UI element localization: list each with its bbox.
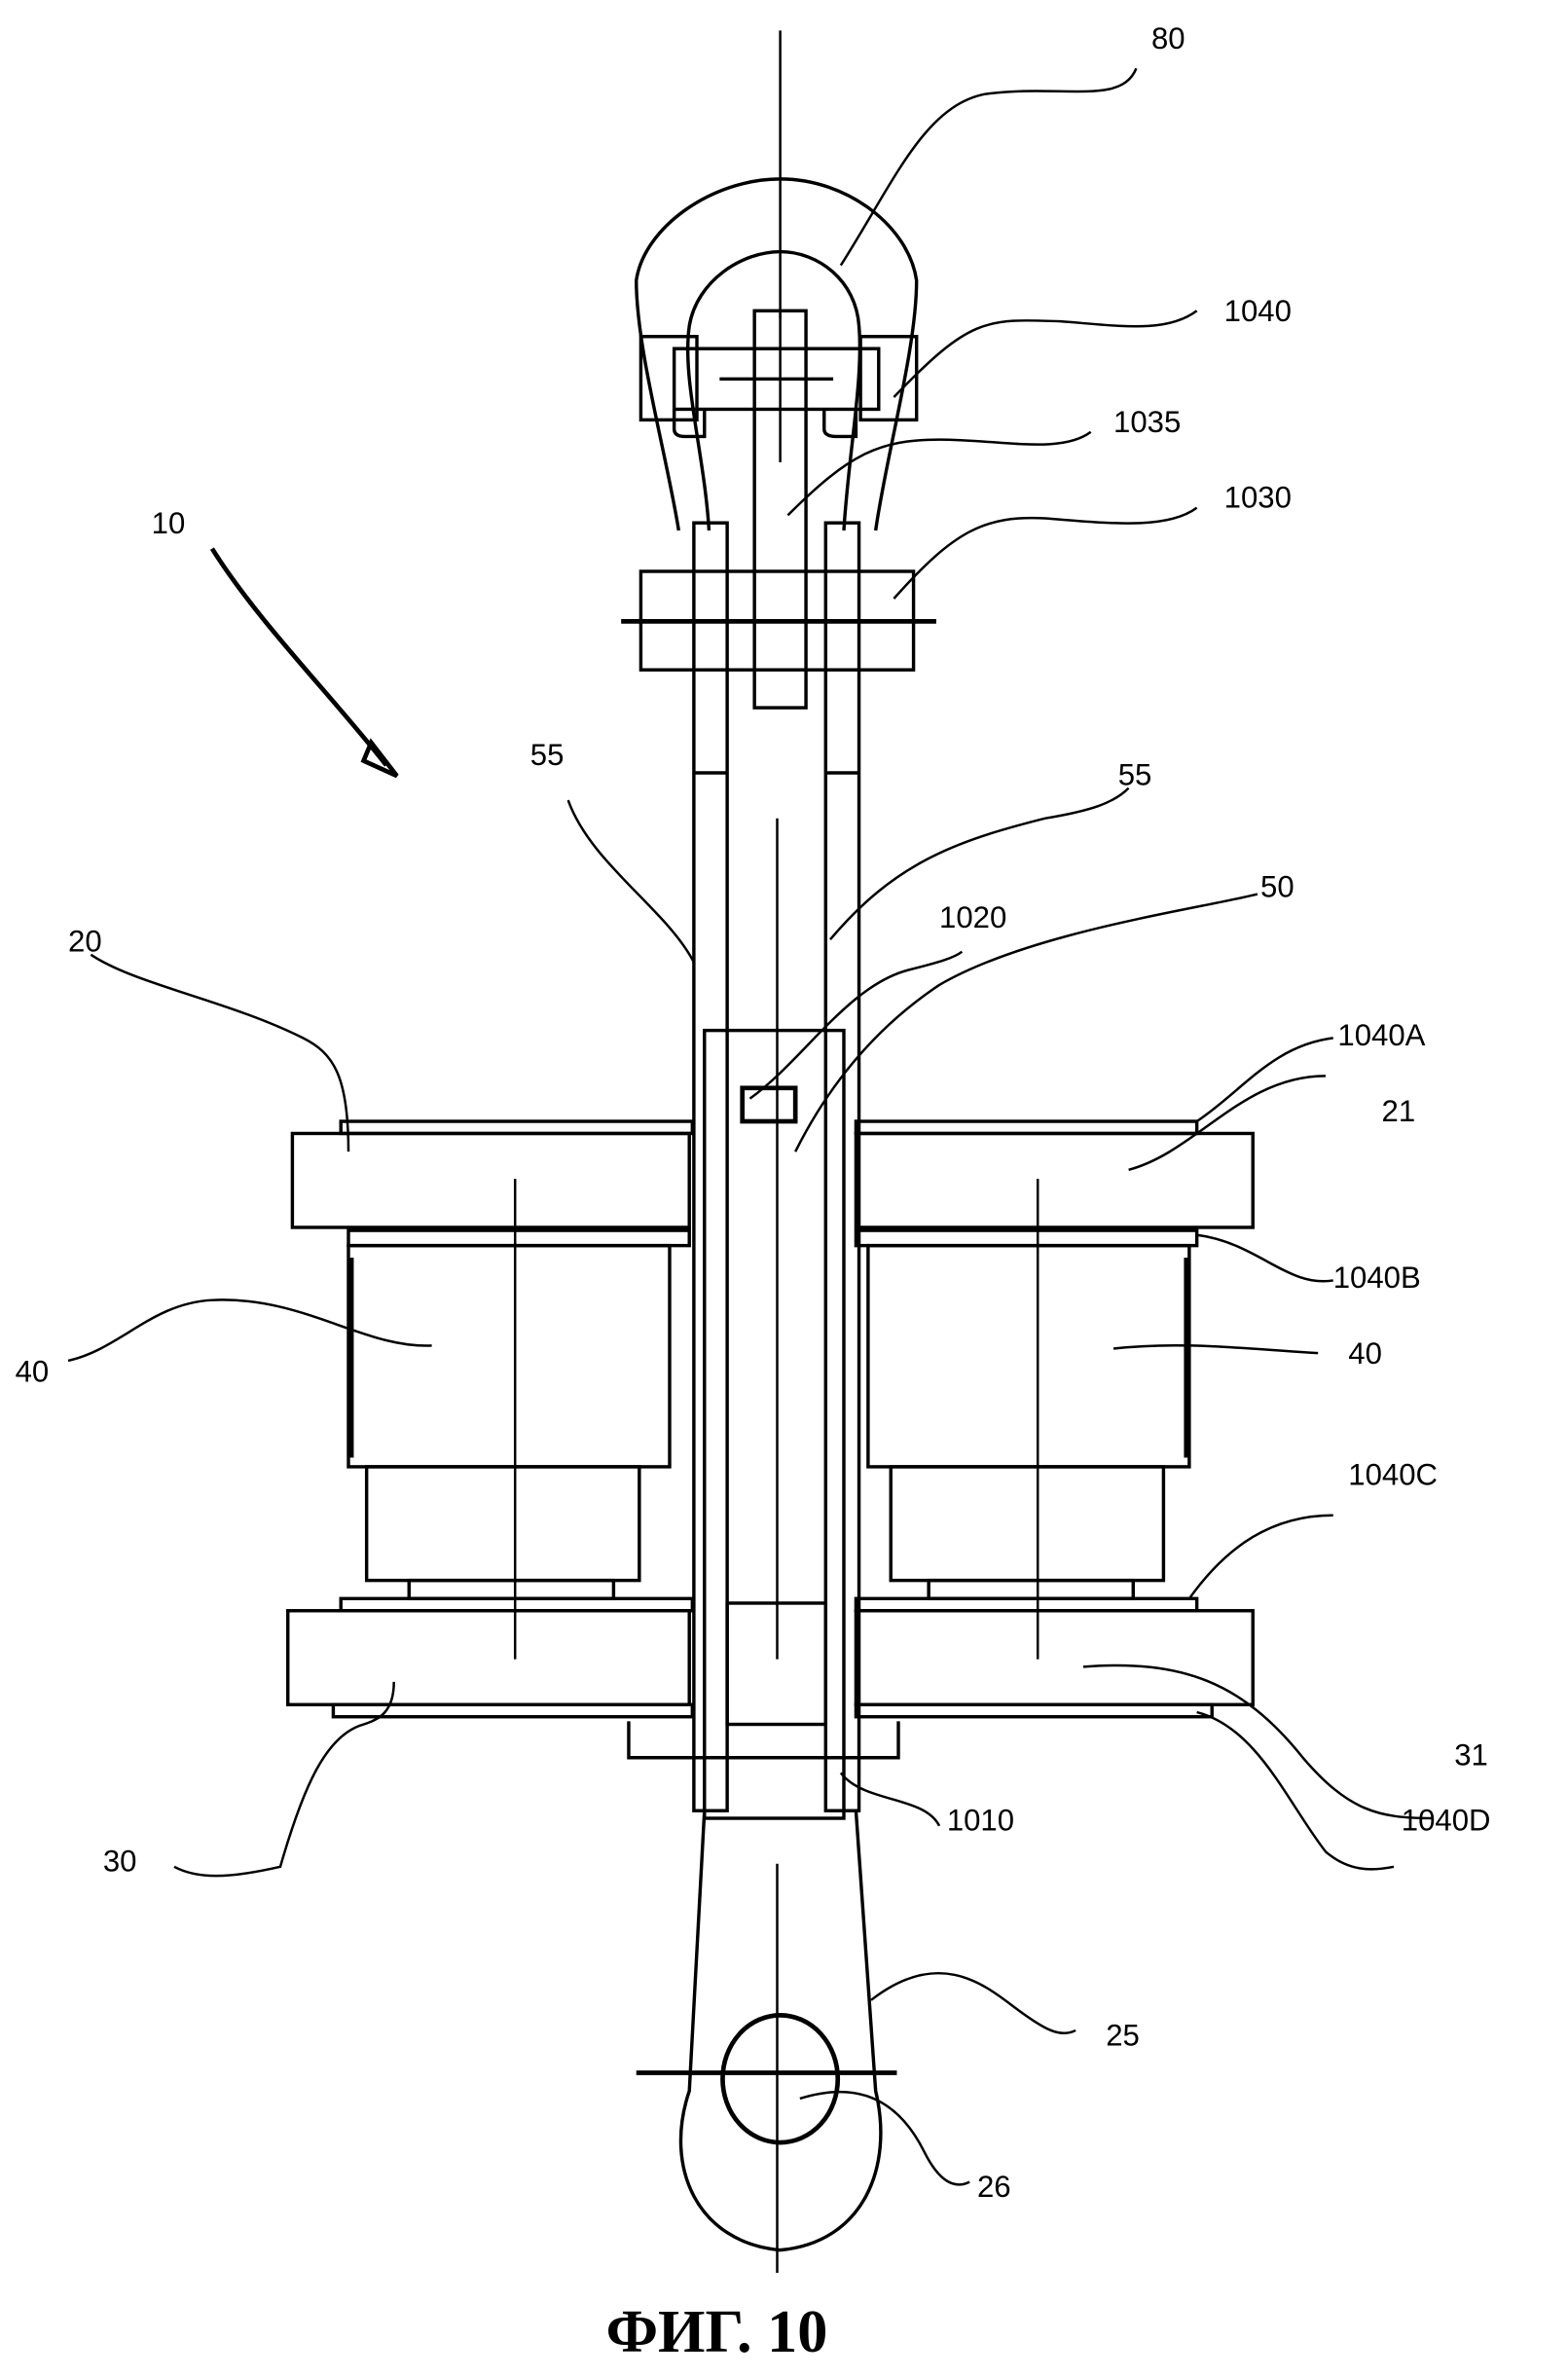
top-plate-20: [292, 1121, 692, 1246]
bearing-40-left: [348, 1246, 670, 1599]
leader-lines: [68, 68, 1432, 2184]
label-26: 26: [977, 2170, 1011, 2204]
label-1020: 1020: [939, 900, 1006, 934]
label-40-right: 40: [1348, 1336, 1382, 1371]
central-bar-50: [705, 819, 844, 1818]
label-1035: 1035: [1113, 405, 1181, 439]
label-50: 50: [1260, 870, 1295, 904]
label-1030: 1030: [1224, 481, 1292, 515]
label-25: 25: [1106, 2018, 1140, 2052]
label-30: 30: [103, 1844, 137, 1878]
label-1040C: 1040C: [1348, 1458, 1438, 1492]
top-plate-21: [856, 1121, 1253, 1246]
label-1040D: 1040D: [1402, 1803, 1491, 1837]
bearing-40-right: [868, 1246, 1189, 1599]
label-1040B: 1040B: [1333, 1261, 1421, 1295]
label-31: 31: [1454, 1738, 1488, 1773]
pin-block-1030: [621, 571, 936, 670]
label-1040A: 1040A: [1337, 1018, 1425, 1052]
eye-25: [637, 1810, 897, 2273]
label-21: 21: [1382, 1094, 1416, 1128]
label-55-left: 55: [530, 738, 565, 772]
label-1040: 1040: [1224, 294, 1292, 328]
label-40-left: 40: [16, 1355, 50, 1389]
label-20: 20: [68, 925, 102, 959]
shackle-80: [637, 179, 917, 530]
label-1010: 1010: [947, 1803, 1014, 1837]
label-80: 80: [1151, 21, 1185, 55]
figure-caption: ФИГ. 10: [606, 2299, 828, 2365]
label-10: 10: [152, 506, 186, 540]
label-55-right: 55: [1118, 757, 1152, 791]
bottom-plate-31: [856, 1598, 1253, 1716]
bottom-plate-30: [288, 1598, 693, 1716]
